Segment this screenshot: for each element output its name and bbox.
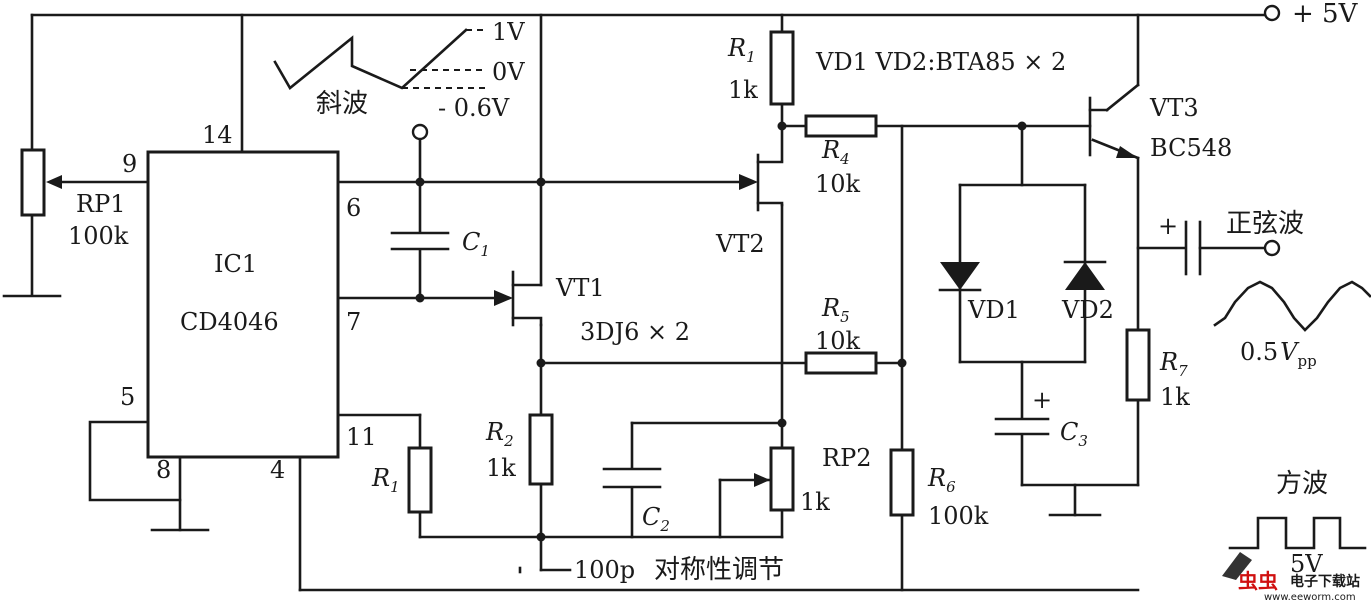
ramp-waveform [273, 28, 486, 90]
output-capacitor [1184, 220, 1202, 276]
ic1-pin-14: 14 [202, 121, 233, 149]
r6-resistor [889, 448, 915, 517]
vt2-name: VT2 [715, 230, 765, 258]
ramp-level-1v: 1V [492, 18, 525, 46]
r2-label: R2 [485, 418, 514, 450]
r1-bottom-resistor [407, 446, 433, 514]
symmetry-label: 对称性调节 [654, 555, 784, 585]
vd2-label: VD2 [1061, 296, 1114, 324]
c1-capacitor [390, 231, 450, 251]
sine-amp: 0.5Vpp [1240, 338, 1317, 370]
c2-capacitor [602, 467, 662, 489]
r2-resistor [528, 413, 554, 486]
ic1-name: IC1 [214, 250, 257, 278]
vt3-transistor [1088, 96, 1140, 160]
c3-capacitor [994, 417, 1050, 436]
r4-resistor [804, 114, 878, 138]
sine-output-terminal [1263, 239, 1281, 257]
vt3-name: VT3 [1149, 94, 1199, 122]
r2-value: 1k [486, 454, 516, 482]
ramp-label: 斜波 [316, 89, 368, 119]
square-label: 方波 [1276, 469, 1328, 499]
r5-label: R5 [821, 294, 850, 326]
watermark-line1: 电子下载站 [1290, 573, 1360, 590]
ic1-pin-5: 5 [120, 383, 135, 411]
sine-label: 正弦波 [1226, 209, 1304, 239]
sine-waveform [1213, 280, 1371, 332]
vt1-transistor [494, 270, 543, 327]
watermark-logo-text: 虫虫 [1238, 569, 1278, 593]
r7-label: R7 [1159, 348, 1188, 380]
ic1-pin-8: 8 [156, 456, 171, 484]
vd1-diode [938, 262, 982, 292]
c1-label: C1 [462, 228, 490, 260]
rp1-value: 100k [68, 222, 129, 250]
supply-terminal [1263, 4, 1281, 22]
r7-value: 1k [1160, 383, 1190, 411]
cap-note: 100p [574, 556, 635, 584]
ic1-body [146, 150, 340, 459]
c2-label: C2 [642, 503, 670, 535]
vt2-transistor [739, 153, 784, 212]
junction-dots [415, 121, 1027, 542]
r5-value: 10k [815, 327, 861, 355]
ramp-output-terminal [411, 123, 429, 141]
rp1-wiper-arrow [46, 175, 62, 189]
rp1-name: RP1 [76, 190, 126, 218]
r5-resistor [804, 351, 878, 375]
vd2-diode [1063, 260, 1107, 290]
sine-polarity: + [1158, 212, 1178, 240]
rp2-name: RP2 [822, 444, 872, 472]
r1-top-label: R1 [727, 34, 756, 66]
ic1-pin-6: 6 [346, 194, 361, 222]
vt1-name: VT1 [555, 274, 605, 302]
r7-resistor [1125, 328, 1151, 402]
rp2-value: 1k [800, 488, 830, 516]
ground-symbols [2, 294, 1102, 574]
supply-label: + 5V [1292, 0, 1359, 29]
r1-top-value: 1k [728, 76, 758, 104]
r4-label: R4 [821, 136, 850, 168]
rp1-resistor [20, 148, 46, 217]
square-waveform [1228, 516, 1367, 550]
ic1-pin-11: 11 [346, 423, 377, 451]
rp2-potentiometer [769, 446, 795, 512]
rp2-wiper-arrow [754, 473, 770, 487]
ic1-pin-9: 9 [122, 150, 137, 178]
watermark-line2: www.eeworm.com [1264, 592, 1356, 603]
r4-value: 10k [815, 170, 861, 198]
vd1-label: VD1 [967, 296, 1020, 324]
diodes-note: VD1 VD2:BTA85 × 2 [815, 48, 1066, 76]
c3-polarity: + [1032, 386, 1052, 414]
c3-label: C3 [1060, 418, 1088, 450]
ic1-part: CD4046 [180, 308, 279, 336]
watermark: 虫虫 电子下载站 www.eeworm.com [1222, 552, 1360, 603]
vt1-part: 3DJ6 × 2 [580, 318, 690, 346]
r6-label: R6 [927, 464, 956, 496]
ramp-level-0v: 0V [492, 58, 525, 86]
r6-value: 100k [928, 502, 989, 530]
ic1-pin-7: 7 [346, 308, 361, 336]
vt3-part: BC548 [1150, 134, 1232, 162]
watermark-logo-mark [1222, 552, 1252, 580]
ic1-pin-4: 4 [270, 456, 285, 484]
r1-top-resistor [769, 30, 795, 106]
r1-bottom-label: R1 [371, 464, 400, 496]
ramp-level-neg: - 0.6V [438, 94, 510, 122]
square-amp: 5V [1290, 550, 1323, 578]
